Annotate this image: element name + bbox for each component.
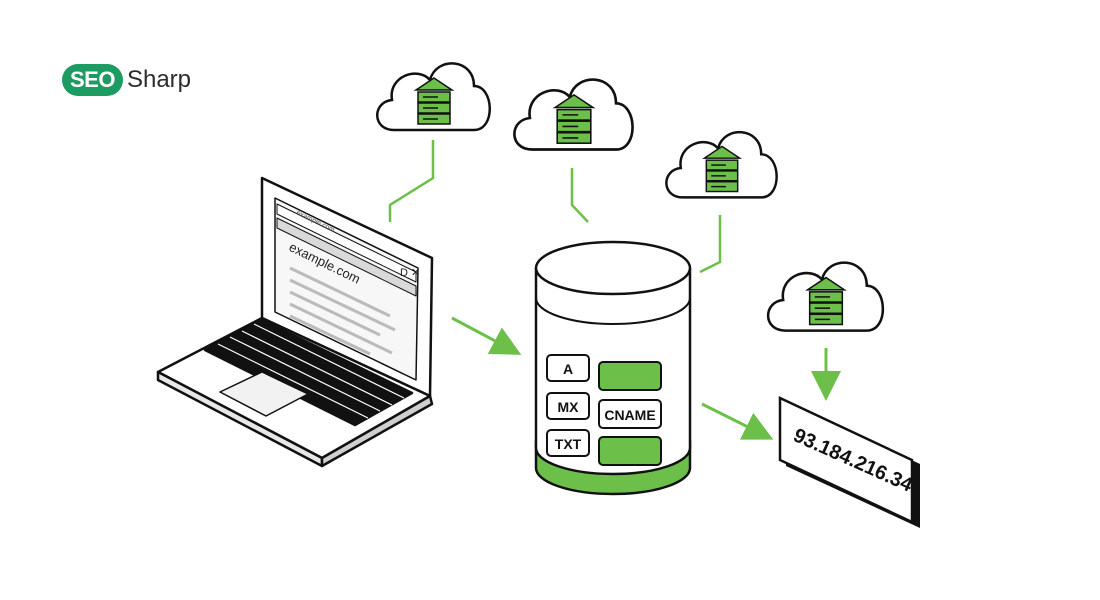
database-band-1 xyxy=(535,297,691,325)
server-roof xyxy=(701,145,743,159)
laptop-icon: example.com example.com D ✕ xyxy=(156,176,434,468)
flow-arrows xyxy=(451,316,841,440)
server-roof xyxy=(805,276,847,291)
arrow-database-to-ip xyxy=(701,402,774,440)
logo-badge: SEO xyxy=(62,64,123,96)
cloud-server-icon xyxy=(766,261,885,332)
ip-box xyxy=(778,396,914,524)
record-txt[interactable] xyxy=(546,429,590,457)
record-mx[interactable] xyxy=(546,392,590,420)
cloud-server-icon xyxy=(376,62,491,132)
browser-close-icon[interactable]: D ✕ xyxy=(400,267,420,279)
dns-records-panel: A MX TXT CNAME xyxy=(546,354,662,466)
cloud-server-icon xyxy=(513,78,634,151)
database-top xyxy=(534,240,692,296)
connector-cloud-2 xyxy=(570,168,589,223)
record-mx-label: MX xyxy=(558,399,580,415)
browser-url-bar xyxy=(276,203,417,283)
record-a-label: A xyxy=(563,361,573,377)
ip-address-display: 93.184.216.34 xyxy=(778,396,920,528)
brand-logo[interactable]: SEO Sharp xyxy=(62,62,191,98)
logo-name: Sharp xyxy=(126,66,192,93)
laptop-trackpad xyxy=(219,371,309,417)
record-cname-label: CNAME xyxy=(604,407,655,423)
record-cname[interactable] xyxy=(598,399,662,429)
record-green-1 xyxy=(598,361,662,391)
record-txt-label: TXT xyxy=(555,436,582,452)
browser-title-bar xyxy=(276,217,417,297)
keyboard-key-grid xyxy=(217,323,405,419)
connector-cloud-3 xyxy=(699,215,722,274)
connector-lines xyxy=(388,140,722,274)
cloud-servers xyxy=(376,62,885,332)
record-green-2 xyxy=(598,436,662,466)
server-roof xyxy=(552,93,596,109)
record-a[interactable] xyxy=(546,354,590,382)
cloud-server-icon xyxy=(665,131,778,199)
server-roof xyxy=(413,77,455,91)
laptop-base-side xyxy=(320,394,434,468)
laptop-keyboard xyxy=(203,318,414,427)
arrow-laptop-to-database xyxy=(451,316,522,355)
page-text-lines xyxy=(289,266,396,356)
connector-cloud-1 xyxy=(388,140,435,222)
